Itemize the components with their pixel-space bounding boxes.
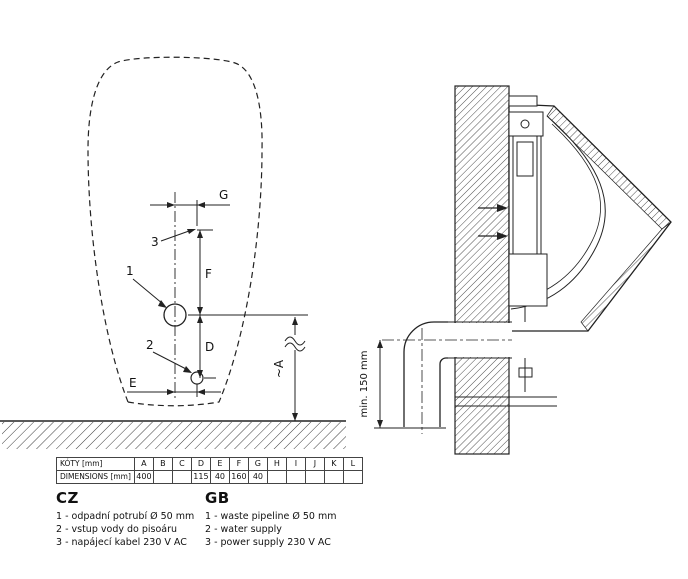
supply-arrows <box>478 204 508 240</box>
callout-2: 2 <box>146 338 154 352</box>
front-view: G 3 F D <box>0 56 346 449</box>
dim-label-d: D <box>205 340 214 354</box>
dimension-min150 <box>374 340 446 429</box>
dimension-a <box>284 317 306 421</box>
table-value <box>171 470 192 484</box>
table-col-header: F <box>228 457 249 471</box>
table-header-row: KÓTY [mm] A B C D E F G H I J K L <box>56 457 363 471</box>
table-col-header: I <box>285 457 306 471</box>
wall-section <box>454 85 510 455</box>
floor-lines <box>455 396 557 407</box>
ceramic-wall-bottom <box>580 221 672 332</box>
table-value <box>323 470 344 484</box>
flush-unit <box>508 95 548 322</box>
anchor-bolt <box>518 358 533 392</box>
dim-label-e: E <box>129 376 137 390</box>
dimension-f <box>188 229 308 316</box>
legend-item-gb-3: 3 - power supply 230 V AC <box>205 537 331 548</box>
water-inlet <box>190 371 204 385</box>
legend-cz: CZ 1 - odpadní potrubí Ø 50 mm 2 - vstup… <box>56 489 194 549</box>
table-col-header: A <box>133 457 154 471</box>
dim-label-a: ~A <box>272 359 286 378</box>
legend-item-cz-1: 1 - odpadní potrubí Ø 50 mm <box>56 511 195 522</box>
table-value: 40 <box>247 470 268 484</box>
dimensions-table: KÓTY [mm] A B C D E F G H I J K L DIMENS… <box>56 457 363 484</box>
legend-item-gb-1: 1 - waste pipeline Ø 50 mm <box>205 511 337 522</box>
table-value: 40 <box>209 470 230 484</box>
table-col-header: B <box>152 457 173 471</box>
table-col-header: G <box>247 457 268 471</box>
table-header-label: KÓTY [mm] <box>56 457 135 471</box>
table-col-header: L <box>342 457 363 471</box>
table-col-header: H <box>266 457 287 471</box>
table-values-row: DIMENSIONS [mm] 400 115 40 160 40 <box>56 470 363 484</box>
table-col-header: D <box>190 457 211 471</box>
table-value: 400 <box>133 470 154 484</box>
table-value <box>266 470 287 484</box>
table-value: 115 <box>190 470 211 484</box>
legend-gb-title: GB <box>205 489 230 507</box>
legend-item-cz-2: 2 - vstup vody do pisoáru <box>56 524 178 535</box>
table-dims-label: DIMENSIONS [mm] <box>56 470 135 484</box>
dimension-e <box>127 384 221 397</box>
table-col-header: C <box>171 457 192 471</box>
dim-label-min150: min. 150 mm <box>359 351 370 418</box>
table-col-header: J <box>304 457 325 471</box>
section-view: min. 150 mm <box>359 85 672 455</box>
table-value: 160 <box>228 470 249 484</box>
dim-label-f: F <box>205 267 212 281</box>
legend-item-gb-2: 2 - water supply <box>205 524 282 535</box>
table-value <box>285 470 306 484</box>
table-value <box>342 470 363 484</box>
dim-label-g: G <box>219 188 228 202</box>
table-col-header: E <box>209 457 230 471</box>
legend-item-cz-3: 3 - napájecí kabel 230 V AC <box>56 537 187 548</box>
callout-3-leader <box>160 229 196 242</box>
urinal-outline <box>87 56 263 407</box>
technical-drawing: G 3 F D <box>0 56 672 455</box>
legend-cz-title: CZ <box>56 489 79 507</box>
callout-2-leader <box>152 351 192 373</box>
table-col-header: K <box>323 457 344 471</box>
callout-3: 3 <box>151 235 159 249</box>
table-value <box>152 470 173 484</box>
waste-opening <box>163 303 187 327</box>
table-value <box>304 470 325 484</box>
dimension-g <box>150 200 230 226</box>
ground-hatch <box>0 420 346 449</box>
callout-1-leader <box>132 278 167 308</box>
callout-1: 1 <box>126 264 134 278</box>
legend-gb: GB 1 - waste pipeline Ø 50 mm 2 - water … <box>205 489 336 549</box>
